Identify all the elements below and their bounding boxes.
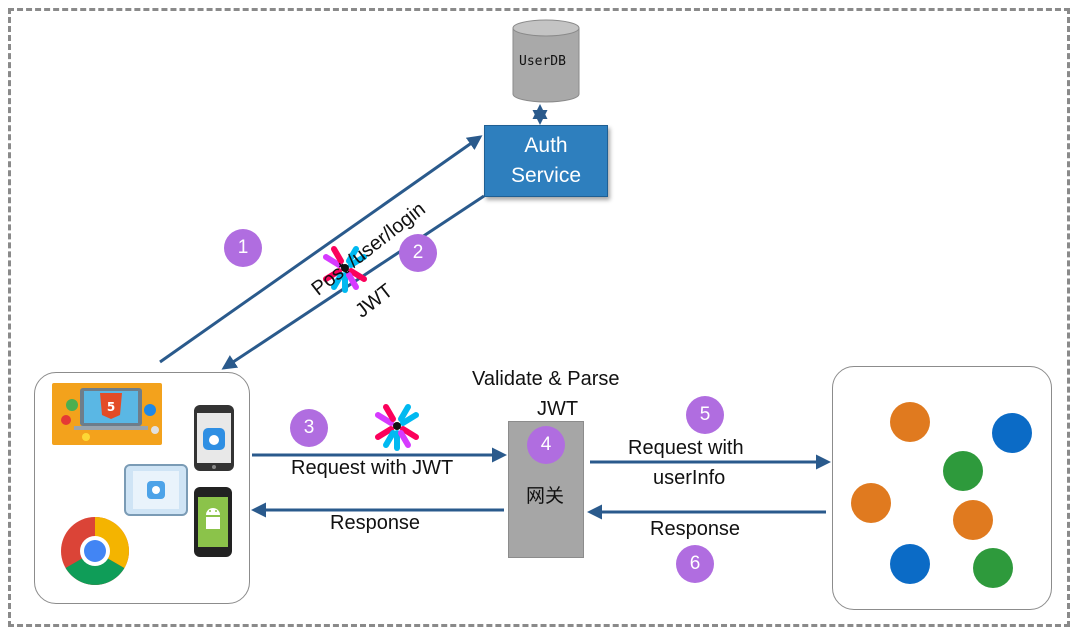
step-badge-2: 2 xyxy=(399,234,437,272)
userdb-label: UserDB xyxy=(519,54,566,69)
userinfo-label: userInfo xyxy=(653,467,726,489)
chrome-icon xyxy=(61,517,129,585)
svg-text:5: 5 xyxy=(107,400,115,414)
validate-parse-label: Validate & Parse xyxy=(472,368,620,390)
step-badge-1: 1 xyxy=(224,229,262,267)
step-badge-4: 4 xyxy=(527,426,565,464)
android-phone-icon xyxy=(194,487,232,557)
response-client-label: Response xyxy=(330,512,421,534)
service-node xyxy=(943,451,983,491)
service-panel xyxy=(832,366,1052,610)
request-with-label: Request with xyxy=(628,437,744,459)
auth-service-box: Auth Service xyxy=(484,125,608,197)
iphone-icon xyxy=(194,405,234,471)
arrow-login xyxy=(159,135,483,364)
validate-parse-jwt-label: JWT xyxy=(537,398,579,420)
gateway-label: 网关 xyxy=(526,486,565,507)
request-with-jwt-label: Request with JWT xyxy=(291,457,454,479)
service-node xyxy=(973,548,1013,588)
response-service-label: Response xyxy=(650,518,741,540)
userdb-cylinder xyxy=(512,19,580,103)
diagram-frame xyxy=(8,8,1070,627)
step-badge-6: 6 xyxy=(676,545,714,583)
auth-service-line2: Service xyxy=(510,164,582,187)
service-node xyxy=(992,413,1032,453)
step-badge-5: 5 xyxy=(686,396,724,434)
service-node xyxy=(890,544,930,584)
auth-service-line1: Auth xyxy=(524,134,568,157)
step-badge-3: 3 xyxy=(290,409,328,447)
service-node xyxy=(851,483,891,523)
html5-icon: 5 xyxy=(52,383,162,445)
service-node xyxy=(890,402,930,442)
jwt-logo-icon xyxy=(323,243,367,293)
ipad-icon xyxy=(124,464,188,516)
jwt-logo-icon xyxy=(375,401,419,451)
service-node xyxy=(953,500,993,540)
